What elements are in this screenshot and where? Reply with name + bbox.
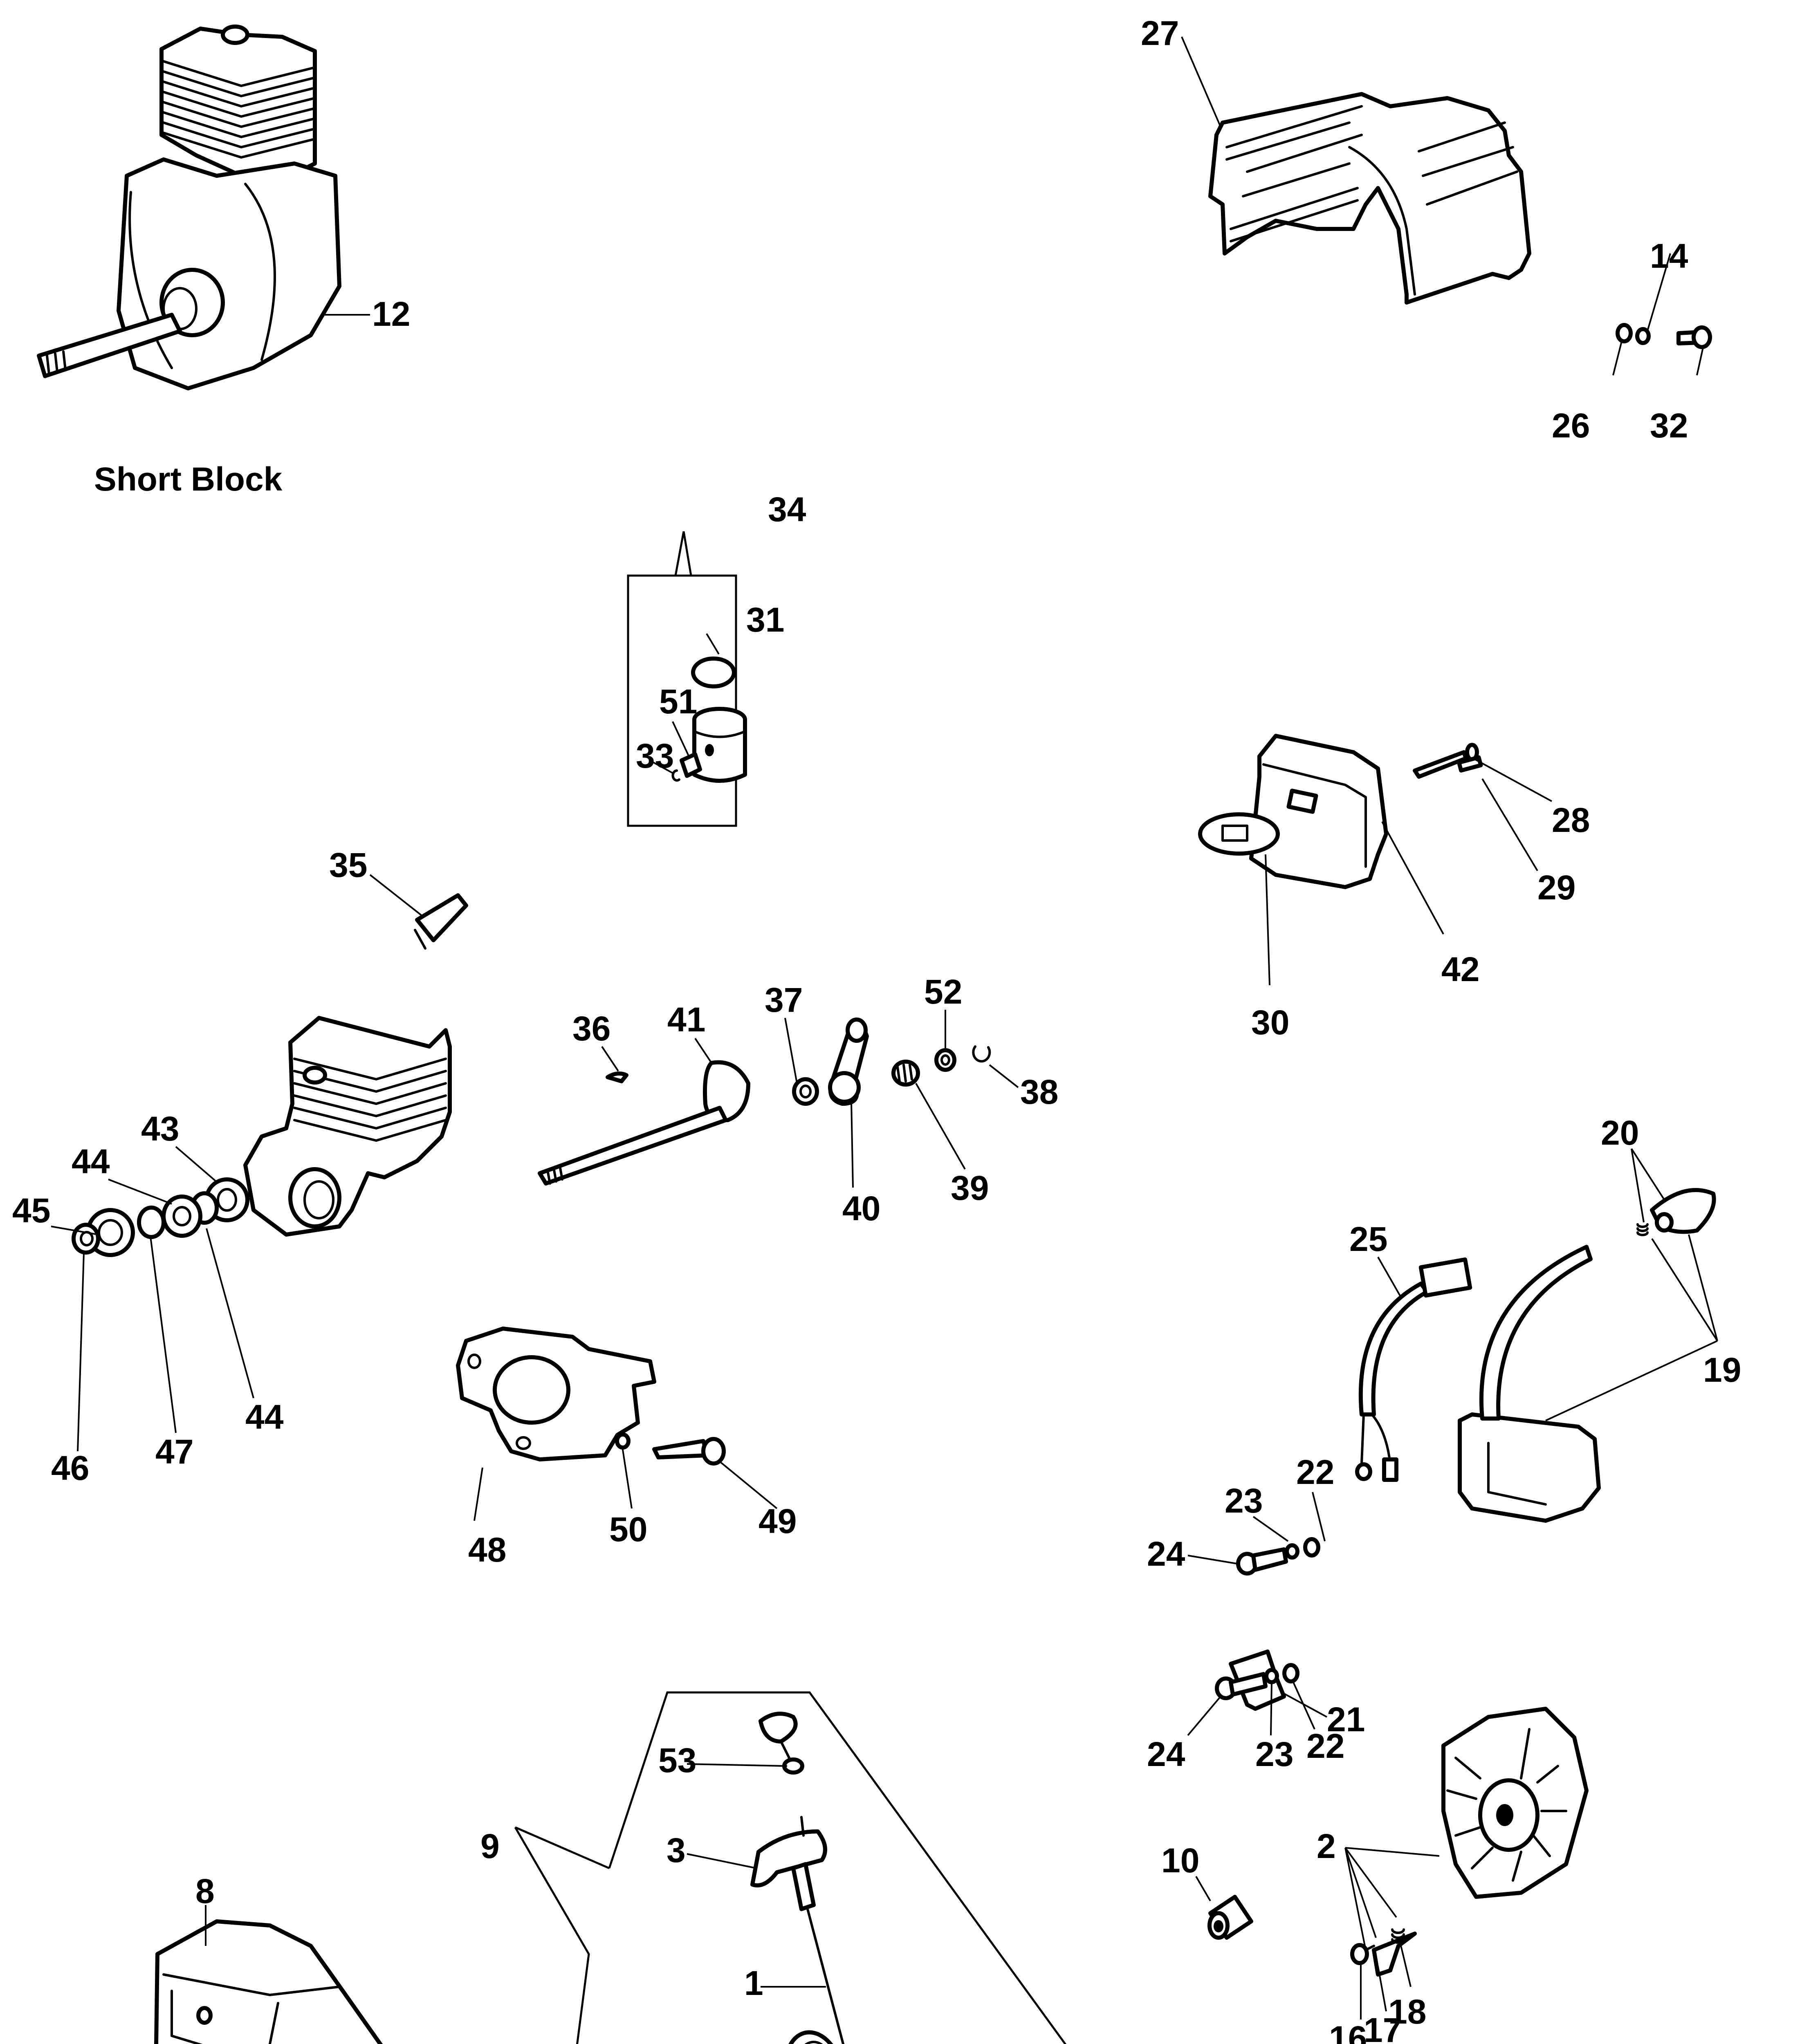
part-label-39: 39 [951, 1169, 989, 1207]
part-label-1: 1 [744, 1964, 763, 2002]
part-label-22-lower: 22 [1306, 1727, 1344, 1765]
part-label-35: 35 [329, 846, 367, 884]
flywheel-drawing: 2 18 17 16 10 [1161, 1707, 1589, 2044]
screw-32 [1692, 325, 1712, 349]
short-block-drawing: 12 Short Block [37, 25, 410, 498]
part-label-16: 16 [1329, 2019, 1367, 2044]
part-label-53: 53 [658, 1741, 696, 1780]
part-label-42: 42 [1441, 950, 1479, 988]
cylinder-cover-drawing: 27 14 26 32 [1141, 14, 1712, 445]
part-label-33: 33 [636, 737, 674, 775]
crankcase-cover-drawing: 48 50 49 [456, 1327, 797, 1569]
short-block-caption: Short Block [94, 461, 283, 498]
part-label-2: 2 [1317, 1827, 1336, 1865]
part-label-20: 20 [1601, 1114, 1639, 1152]
part-label-43: 43 [141, 1109, 179, 1148]
part-label-45: 45 [12, 1191, 50, 1230]
part-label-17: 17 [1364, 2011, 1402, 2044]
crankshaft-drawing: 36 41 37 40 39 52 38 [538, 973, 1058, 1228]
part-label-32: 32 [1650, 406, 1688, 445]
part-label-8: 8 [195, 1872, 215, 1910]
part-label-50: 50 [609, 1510, 647, 1549]
part-label-34: 34 [768, 490, 806, 529]
part-label-47: 47 [155, 1432, 193, 1471]
part-label-21: 21 [1327, 1700, 1365, 1739]
part-label-38: 38 [1020, 1073, 1058, 1111]
part-label-29: 29 [1537, 868, 1575, 907]
part-label-24-upper: 24 [1147, 1535, 1185, 1573]
part-label-46: 46 [51, 1449, 89, 1487]
part-label-19: 19 [1703, 1351, 1741, 1389]
part-label-41: 41 [667, 1000, 705, 1039]
part-label-44-bottom: 44 [245, 1398, 284, 1436]
part-label-24-lower: 24 [1147, 1735, 1185, 1773]
part-label-10: 10 [1161, 1841, 1199, 1880]
crankcase-drawing: 35 43 44 45 44 47 46 [12, 846, 468, 1487]
starter-assembly-drawing: 9 53 3 1 6 5 4 7 [480, 1691, 1067, 2044]
part-label-49: 49 [759, 1502, 797, 1540]
part-label-30: 30 [1251, 1003, 1289, 1042]
part-label-28: 28 [1552, 801, 1590, 839]
part-label-37: 37 [765, 981, 803, 1019]
ignition-drawing: 20 19 25 22 23 24 21 [1147, 1114, 1741, 1773]
washer-26 [1616, 323, 1633, 343]
part-label-27: 27 [1141, 14, 1179, 52]
part-label-51: 51 [659, 682, 697, 721]
piston-kit-drawing: 34 31 51 33 [627, 490, 806, 827]
muffler-drawing: 28 29 42 30 [1198, 734, 1590, 1042]
part-label-3: 3 [667, 1831, 686, 1869]
part-label-40: 40 [842, 1189, 880, 1228]
part-label-52: 52 [924, 973, 962, 1011]
part-label-23-lower: 23 [1255, 1735, 1293, 1773]
part-label-26: 26 [1552, 406, 1590, 445]
part-label-18: 18 [1388, 1992, 1426, 2031]
part-label-14-cover: 14 [1650, 237, 1688, 275]
part-label-12: 12 [372, 295, 410, 333]
part-label-48: 48 [468, 1531, 506, 1569]
part-label-9: 9 [480, 1827, 500, 1865]
part-label-23-upper: 23 [1225, 1481, 1263, 1520]
part-label-31: 31 [746, 601, 784, 639]
part-label-44-top: 44 [72, 1142, 110, 1181]
fan-housing-drawing: 8 14 13 15 [154, 1872, 383, 2044]
nut-14 [1635, 327, 1651, 345]
part-label-25: 25 [1349, 1220, 1387, 1258]
part-label-22-upper: 22 [1296, 1453, 1334, 1491]
part-label-36: 36 [572, 1009, 610, 1048]
